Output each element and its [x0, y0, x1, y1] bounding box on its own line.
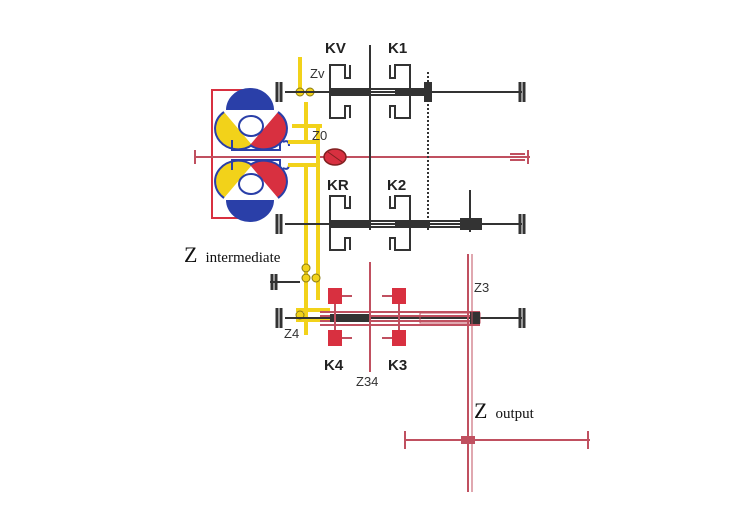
label-k1: K1 [388, 40, 407, 57]
label-zv: Zv [310, 66, 325, 81]
label-kv: KV [325, 40, 346, 57]
label-z3: Z3 [474, 280, 489, 295]
shaft-kv-k1 [275, 45, 526, 232]
label-z-intermediate: Z intermediate [184, 242, 281, 267]
input-shaft [194, 148, 530, 166]
label-k2: K2 [387, 177, 406, 194]
label-z4: Z4 [284, 326, 299, 341]
yellow-drive [288, 57, 330, 335]
shaft-k4-k3 [275, 262, 526, 372]
label-kr: KR [327, 177, 349, 194]
label-z0: Z0 [312, 128, 327, 143]
output-shaft [404, 254, 590, 492]
label-z-output: Z output [474, 398, 535, 423]
torque-converter [211, 88, 290, 222]
label-k3: K3 [388, 357, 407, 374]
label-k4: K4 [324, 357, 344, 374]
label-z34: Z34 [356, 374, 378, 389]
intermediate-bracket [270, 274, 300, 290]
shaft-kr-k2 [275, 190, 526, 251]
